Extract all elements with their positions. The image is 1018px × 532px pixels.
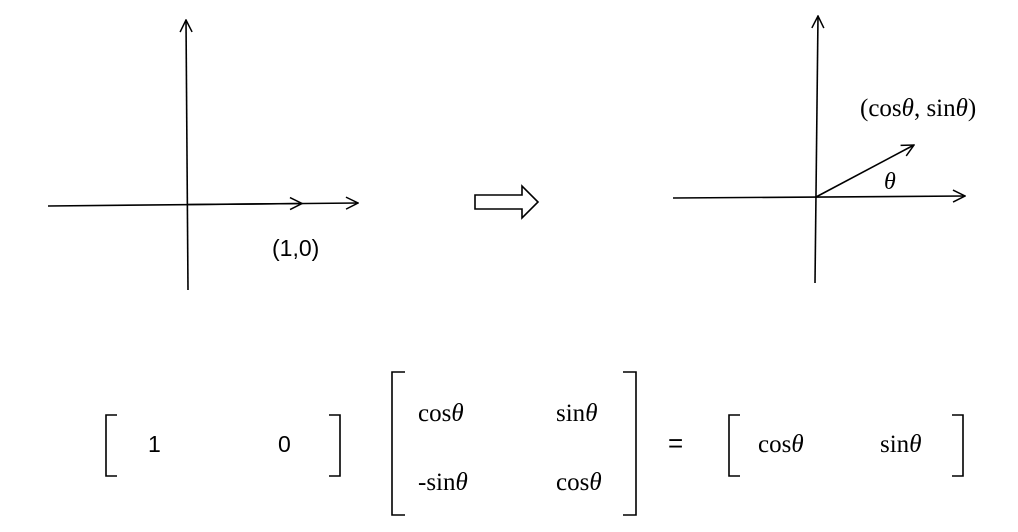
right-axes: θ (cosθ, sinθ) <box>672 16 976 284</box>
equals-sign: = <box>668 428 683 458</box>
left-y-axis <box>186 20 188 291</box>
result-right-bracket <box>952 414 964 477</box>
unit-vector-label: (1,0) <box>272 235 319 261</box>
matrix-r2c1: -sinθ <box>418 469 468 496</box>
result-entry-1: cosθ <box>758 431 804 458</box>
row-vector-entry-2: 0 <box>278 431 291 457</box>
right-x-axis <box>672 196 965 198</box>
matrix-r1c2: sinθ <box>556 400 597 427</box>
row-vector-left-bracket <box>105 414 117 477</box>
rotation-equation: 1 0 cosθ sinθ -sinθ cosθ = cosθ sinθ <box>105 371 964 516</box>
left-axes: (1,0) <box>47 20 358 291</box>
transform-arrow <box>474 184 540 220</box>
matrix-r1c1: cosθ <box>418 400 464 427</box>
row-vector-entry-1: 1 <box>148 431 161 457</box>
angle-label: θ <box>884 169 896 195</box>
result-entry-2: sinθ <box>880 431 921 458</box>
rotated-point-label: (cosθ, sinθ) <box>860 95 976 122</box>
rotated-vector-arrow <box>815 145 914 198</box>
result-left-bracket <box>728 414 740 477</box>
row-vector-right-bracket <box>329 414 341 477</box>
matrix-right-bracket <box>623 371 637 516</box>
right-y-axis <box>815 16 818 284</box>
unit-vector-arrow <box>187 204 302 205</box>
matrix-left-bracket <box>391 371 405 516</box>
matrix-r2c2: cosθ <box>556 469 602 496</box>
